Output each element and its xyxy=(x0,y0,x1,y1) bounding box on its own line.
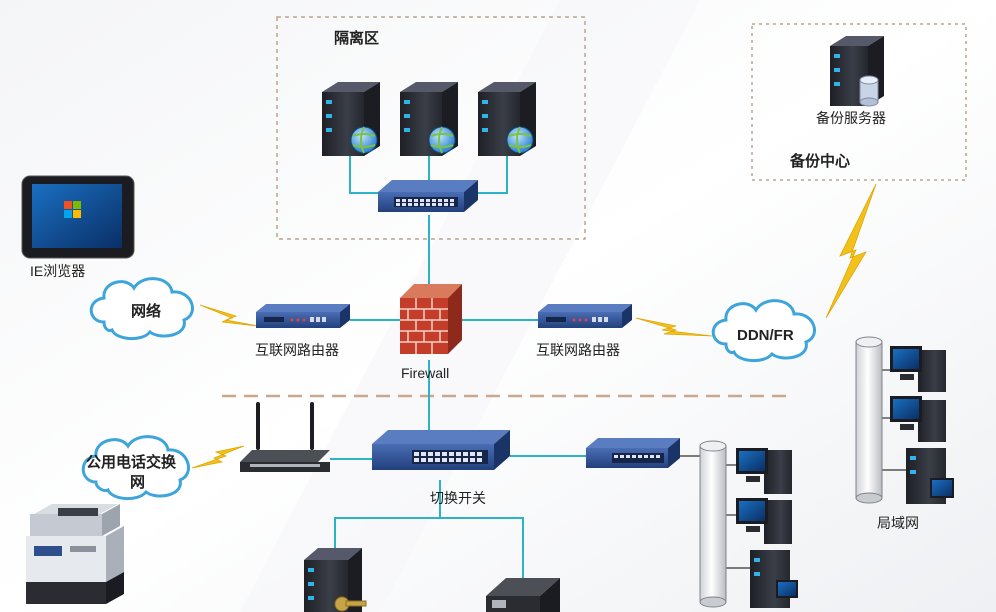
wireless-router xyxy=(240,402,330,472)
ddn-cloud xyxy=(711,299,816,362)
network-cloud xyxy=(89,277,194,340)
router-left xyxy=(256,304,350,328)
lan-server-upper xyxy=(906,448,954,504)
printer-icon xyxy=(26,504,124,604)
lan-bus-pipe-upper xyxy=(855,336,883,504)
backup-center-title: 备份中心 xyxy=(789,152,850,170)
pstn-cloud-label-line2: 网 xyxy=(130,474,145,491)
network-links xyxy=(330,152,588,588)
dmz-switch xyxy=(378,180,478,212)
lightning-links xyxy=(191,183,877,469)
bottom-device-right xyxy=(486,578,560,612)
isolation-zone-title: 隔离区 xyxy=(334,29,379,47)
backup-server-label: 备份服务器 xyxy=(816,110,886,126)
lan-bus-pipe-lower xyxy=(699,440,727,608)
dmz-server-1 xyxy=(322,82,380,156)
firewall-label: Firewall xyxy=(401,365,449,381)
firewall-icon xyxy=(400,284,462,354)
router-left-label: 互联网路由器 xyxy=(255,342,339,358)
lan-label: 局域网 xyxy=(877,515,919,531)
lan-pc-upper-1 xyxy=(890,346,946,392)
ie-browser-label: IE浏览器 xyxy=(30,263,85,279)
network-cloud-label: 网络 xyxy=(131,302,161,320)
backup-center-boundary xyxy=(751,23,967,181)
lan-pc-lower-2 xyxy=(736,498,792,544)
ddn-cloud-label: DDN/FR xyxy=(737,327,794,344)
router-right-label: 互联网路由器 xyxy=(536,342,620,358)
backup-server xyxy=(830,36,884,107)
bottom-server-left xyxy=(304,548,367,612)
core-switch-label: 切换开关 xyxy=(430,490,486,506)
tablet-device xyxy=(21,175,135,259)
dmz-server-3 xyxy=(478,82,536,156)
dmz-server-2 xyxy=(400,82,458,156)
access-switch xyxy=(586,438,680,468)
pstn-cloud-label-line1: 公用电话交换 xyxy=(86,453,177,471)
lan-server-lower xyxy=(750,550,798,608)
isolation-zone-boundary xyxy=(276,16,586,240)
lan-pc-lower-1 xyxy=(736,448,792,494)
pstn-cloud xyxy=(81,435,190,500)
lan-pc-upper-2 xyxy=(890,396,946,442)
router-right xyxy=(538,304,632,328)
core-switch xyxy=(372,430,510,470)
